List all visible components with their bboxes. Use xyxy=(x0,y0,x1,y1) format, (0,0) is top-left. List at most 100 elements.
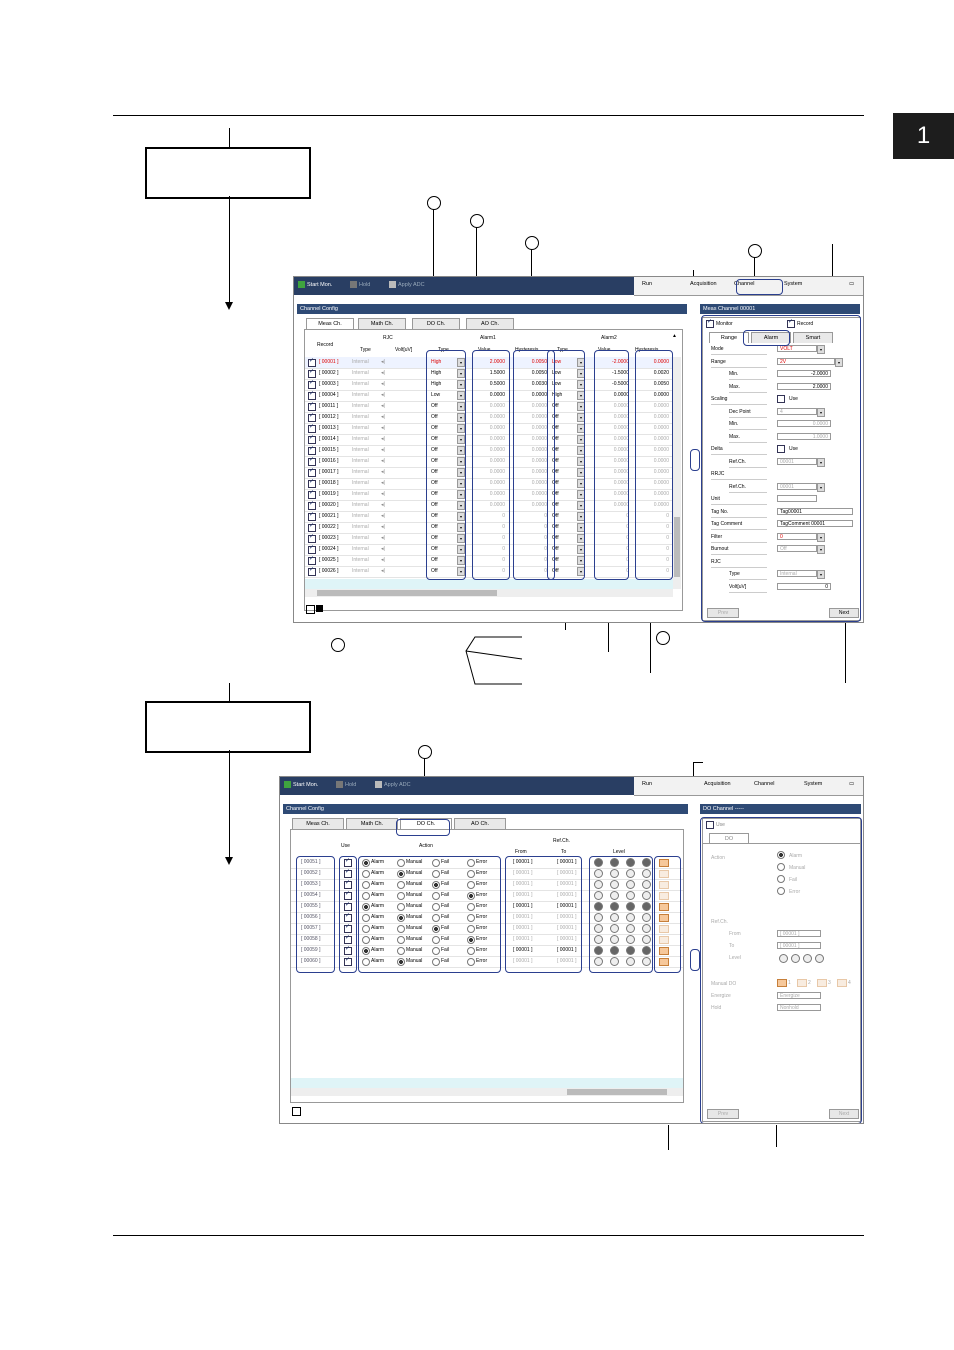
level-lamp[interactable] xyxy=(594,946,603,955)
volt-slider-icon[interactable]: ◂| xyxy=(381,480,385,486)
volt-slider-icon[interactable]: ◂| xyxy=(381,436,385,442)
action-radio-alarm[interactable] xyxy=(362,859,370,867)
level-lamp[interactable] xyxy=(610,913,619,922)
dropdown-icon[interactable]: ▾ xyxy=(817,457,825,467)
action-radio-fail[interactable] xyxy=(432,936,440,944)
field-input[interactable]: Internal xyxy=(777,570,817,577)
table-row[interactable]: [ 00019 ]Internal◂|Off▾0.00000.0000Off▾0… xyxy=(305,489,673,501)
action-radio-manual[interactable] xyxy=(397,936,405,944)
energize-select[interactable]: Energize xyxy=(777,992,821,999)
level-lamp[interactable] xyxy=(594,913,603,922)
record-checkbox[interactable] xyxy=(308,489,316,499)
level-lamp[interactable] xyxy=(610,858,619,867)
minimize-icon[interactable]: ▭ xyxy=(849,781,855,787)
action-radio-error[interactable] xyxy=(467,936,475,944)
record-checkbox[interactable] xyxy=(308,467,316,477)
record-checkbox[interactable] xyxy=(308,368,316,378)
action-radio-manual[interactable] xyxy=(397,892,405,900)
use-checkbox[interactable] xyxy=(344,945,352,955)
level-lamp[interactable] xyxy=(594,924,603,933)
field-input[interactable]: Tag00001 xyxy=(777,507,853,515)
hold-button[interactable]: Hold xyxy=(336,781,356,788)
level-lamp[interactable] xyxy=(610,935,619,944)
record-checkbox[interactable] xyxy=(308,500,316,510)
table-row[interactable]: [ 00001 ]Internal◂|High▾2.00000.0050Low▾… xyxy=(305,357,673,369)
action-radio-alarm[interactable] xyxy=(362,947,370,955)
field-input[interactable]: -2.0000 xyxy=(777,370,831,377)
record-checkbox[interactable] xyxy=(308,445,316,455)
field-input[interactable] xyxy=(777,495,817,502)
prev-button[interactable]: Prev xyxy=(707,1109,739,1119)
volt-slider-icon[interactable]: ◂| xyxy=(381,392,385,398)
level-lamp[interactable] xyxy=(594,880,603,889)
level-lamp[interactable] xyxy=(642,957,651,966)
tab-system[interactable]: System xyxy=(784,281,802,287)
volt-slider-icon[interactable]: ◂| xyxy=(381,414,385,420)
dropdown-icon[interactable]: ▾ xyxy=(457,490,465,499)
action-radio-alarm[interactable] xyxy=(362,903,370,911)
apply-adc-button[interactable]: Apply ADC xyxy=(389,281,425,288)
record-checkbox[interactable] xyxy=(308,357,316,367)
table-row[interactable]: [ 00003 ]Internal◂|High▾0.50000.0030Low▾… xyxy=(305,379,673,391)
action-radio-fail[interactable] xyxy=(432,870,440,878)
dropdown-icon[interactable]: ▾ xyxy=(457,523,465,532)
dropdown-icon[interactable]: ▾ xyxy=(457,479,465,488)
start-mon-button[interactable]: Start Mon. xyxy=(284,781,318,788)
dropdown-icon[interactable]: ▾ xyxy=(817,545,825,554)
volt-slider-icon[interactable]: ◂| xyxy=(381,370,385,376)
tab-math-ch[interactable]: Math Ch. xyxy=(358,318,406,329)
dropdown-icon[interactable]: ▾ xyxy=(457,446,465,455)
record-checkbox[interactable] xyxy=(308,390,316,400)
level-lamp[interactable] xyxy=(594,902,603,911)
action-radio-alarm[interactable] xyxy=(362,870,370,878)
monitor-checkbox[interactable] xyxy=(706,318,714,328)
record-checkbox[interactable] xyxy=(308,478,316,488)
field-input[interactable]: Off xyxy=(777,545,817,552)
page-icon[interactable] xyxy=(292,1107,301,1116)
action-radio-error[interactable] xyxy=(467,870,475,878)
use-checkbox[interactable] xyxy=(344,890,352,900)
prev-button[interactable]: Prev xyxy=(707,608,739,618)
action-radio-alarm[interactable] xyxy=(362,958,370,966)
manual-do-button[interactable] xyxy=(817,979,827,987)
field-input[interactable]: VOLT xyxy=(777,345,817,352)
tab-meas-ch[interactable]: Meas Ch. xyxy=(306,318,354,329)
action-radio-error[interactable] xyxy=(467,947,475,955)
record-checkbox[interactable] xyxy=(308,544,316,554)
volt-slider-icon[interactable]: ◂| xyxy=(381,458,385,464)
field-input[interactable]: TagComment 00001 xyxy=(777,520,853,527)
level-lamp[interactable] xyxy=(610,869,619,878)
table-row[interactable]: [ 00015 ]Internal◂|Off▾0.00000.0000Off▾0… xyxy=(305,445,673,457)
dropdown-icon[interactable]: ▾ xyxy=(457,457,465,466)
v-scrollbar[interactable] xyxy=(673,357,681,589)
dropdown-icon[interactable]: ▾ xyxy=(457,501,465,510)
action-radio-manual[interactable] xyxy=(397,870,405,878)
next-button[interactable]: Next xyxy=(829,608,859,618)
page-icon[interactable] xyxy=(306,605,315,614)
level-lamp[interactable] xyxy=(594,957,603,966)
use-checkbox[interactable] xyxy=(344,956,352,966)
minimize-icon[interactable]: ▭ xyxy=(849,281,855,287)
use-checkbox[interactable] xyxy=(344,901,352,911)
table-row[interactable]: [ 00011 ]Internal◂|Off▾0.00000.0000Off▾0… xyxy=(305,401,673,413)
action-radio-manual[interactable] xyxy=(397,881,405,889)
volt-slider-icon[interactable]: ◂| xyxy=(381,447,385,453)
dropdown-icon[interactable]: ▾ xyxy=(457,534,465,543)
tab-acquisition[interactable]: Acquisition xyxy=(690,281,717,287)
level-lamp[interactable] xyxy=(642,902,651,911)
to-field[interactable]: [ 00001 ] xyxy=(777,942,821,949)
level-lamp[interactable] xyxy=(610,957,619,966)
action-radio-alarm[interactable] xyxy=(362,881,370,889)
use-checkbox[interactable] xyxy=(706,821,714,829)
action-radio-fail[interactable] xyxy=(432,859,440,867)
hold-select[interactable]: Nonhold xyxy=(777,1004,821,1011)
action-radio-error[interactable] xyxy=(467,914,475,922)
h-scroll-thumb[interactable] xyxy=(317,590,497,596)
